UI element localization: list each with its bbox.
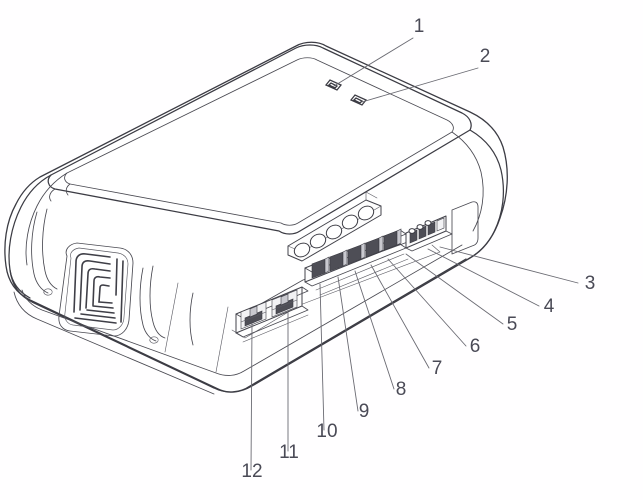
front-left-seam (164, 282, 179, 353)
leader-9 (337, 276, 359, 412)
side-rib-1 (31, 211, 49, 294)
enclosure-base-lip-inner (21, 244, 463, 376)
leader-6 (387, 258, 467, 347)
grille-path-1 (73, 253, 111, 313)
top-lid-inner-panel (64, 57, 454, 226)
vent-hole-3 (325, 224, 343, 240)
callout-label-6: 6 (470, 336, 481, 357)
grille-path-3 (85, 267, 111, 309)
device-enclosure (4, 41, 508, 395)
rj45-port-left (240, 301, 267, 330)
status-led-upper (324, 79, 343, 91)
callout-label-9: 9 (359, 401, 370, 422)
leader-2 (361, 67, 479, 103)
connector-slot-8 (347, 242, 366, 265)
callout-label-3: 3 (585, 273, 596, 294)
enclosure-right-curve-inner (451, 131, 484, 232)
grille-path-9 (92, 305, 114, 309)
grille-path-2 (79, 260, 111, 311)
enclosure-left-face (8, 174, 52, 299)
vent-hole-strip (287, 191, 382, 262)
leader-lines (250, 37, 579, 471)
enclosure-base-foot (13, 291, 215, 395)
front-left-seam-2 (215, 306, 229, 373)
rib-cap-2 (149, 336, 159, 344)
grille-path-11 (80, 313, 116, 319)
speaker-grille-recess (58, 242, 134, 337)
callout-label-5: 5 (507, 314, 518, 335)
top-lid-outer-edge (47, 44, 472, 235)
callout-label-7: 7 (432, 358, 443, 379)
callout-label-10: 10 (316, 421, 337, 442)
rj45-housing-lip (235, 305, 309, 338)
callout-label-11: 11 (279, 442, 299, 463)
vent-hole-2 (309, 233, 327, 249)
callout-label-2: 2 (480, 46, 491, 67)
connector-housing-lip (304, 243, 407, 287)
connector-slot-9 (329, 249, 348, 272)
side-rib-3 (189, 292, 194, 346)
speaker-grille (58, 242, 134, 337)
terminal-block-lip (405, 230, 453, 252)
connector-slot-6 (383, 228, 402, 251)
callout-label-4: 4 (544, 296, 555, 317)
vent-hole-1 (293, 242, 311, 258)
lid-corner-left-detail (49, 188, 56, 202)
callout-label-12: 12 (241, 461, 262, 482)
leader-3 (439, 246, 579, 284)
terminal-contact-1 (408, 228, 416, 234)
leader-4 (427, 248, 540, 307)
side-rib-2b (149, 265, 166, 339)
callout-labels: 1 2 3 4 5 6 7 8 9 10 11 12 (241, 16, 595, 482)
side-rib-2 (139, 267, 157, 342)
connector-slot-10 (311, 256, 330, 279)
callout-label-8: 8 (396, 379, 407, 400)
leader-5 (405, 253, 504, 325)
grille-path-7 (120, 260, 124, 323)
side-rib-1b (42, 208, 58, 290)
vent-hole-5 (357, 205, 375, 221)
leader-1 (333, 37, 414, 87)
leader-10 (319, 283, 325, 431)
enclosure-base-lip (9, 258, 467, 393)
grille-path-10 (86, 309, 115, 314)
enclosure-outer-shell (4, 41, 508, 393)
grille-path-6 (115, 258, 118, 296)
rj45-front-bevel (242, 314, 309, 343)
vent-strip-riser (365, 191, 378, 201)
enclosure-left-face-inner (25, 172, 68, 266)
vent-hole-4 (341, 214, 359, 230)
terminal-contact-2 (416, 224, 424, 230)
rj45-port-right (271, 289, 298, 318)
terminal-pin-4 (436, 217, 445, 232)
terminal-block-right (405, 201, 479, 255)
leader-8 (354, 270, 395, 390)
rib-cap-1 (43, 288, 53, 296)
callout-label-1: 1 (414, 16, 425, 37)
grille-path-4 (92, 275, 111, 306)
speaker-grille-recess-inner (64, 247, 129, 331)
status-led-lower (349, 94, 368, 106)
connector-slot-7 (365, 235, 384, 258)
rj45-port-group (235, 286, 309, 343)
enclosure-right-curve (467, 129, 505, 260)
right-panel-recess (451, 201, 479, 255)
grille-path-8 (98, 301, 113, 304)
grille-path-5 (98, 284, 110, 303)
leader-7 (370, 264, 430, 369)
leader-12 (250, 323, 253, 471)
terminal-contact-3 (424, 220, 432, 226)
lid-corner-left-detail-2 (65, 183, 71, 196)
grille-path-12 (74, 317, 117, 324)
status-led-group (324, 79, 368, 106)
